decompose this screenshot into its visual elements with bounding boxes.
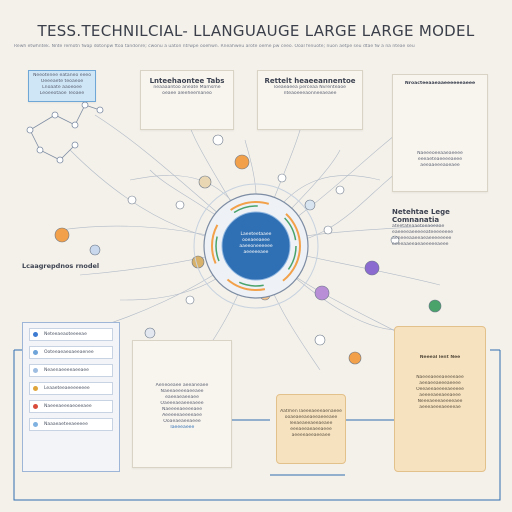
card-line: aeeeeaeeaeeaee (291, 433, 331, 438)
panel-line: eaeeaeaeeaee (165, 395, 199, 400)
card-line: Lnoaate aaoeoee (42, 85, 82, 90)
panel-line: Naeeeeaeeeeaee (161, 407, 203, 412)
list-item: Ooteeaeaeoaeeaenee (29, 346, 113, 359)
card-line: leeaeaeeaeeaeaee (289, 421, 333, 426)
card-line: eeeaeteaeeeeaeee (417, 157, 463, 162)
right-bottom-card: Neeeal lent Nee Naeeeaeeeaeeeeaee aeeaee… (394, 326, 486, 472)
panel-line: Aeneoeaee aeeaneaee (155, 383, 209, 388)
list-item: Naaaeaeteeaeeeee (29, 418, 113, 431)
card-line: aeeeaeeeaeeeeae (419, 405, 461, 410)
top-left-card: Neeotenee eataneo eeeo Oeeeaete teoaeoe … (28, 70, 96, 102)
panel-line: Aeeeeeaeeeeaee (162, 413, 202, 418)
card-line: ooaeaeeaeaeeaeeeaee (284, 415, 338, 420)
card-line: eeeaeeaeaeeaeee (290, 427, 332, 432)
card-title: Neeeal lent Nee (419, 355, 461, 360)
card-line: aeneeeaaeeaeaeeeeeeee (392, 236, 452, 241)
card-line: Naeeeaeeeaeeeeaee (416, 375, 464, 380)
top-center-left-card: Lnteehaontee Tabs neaaaantoo aneate Mams… (140, 70, 234, 130)
list-item: Neaenaeeeeaeeaee (29, 364, 113, 377)
card-title: Rettelt heaeeannentoe (264, 77, 356, 85)
top-right-card: Nroacteeaaeaaeeeeeeaeee Naeeeoeeaaeaeeee… (392, 74, 488, 192)
card-line: Oeeeaete teoaeoe (40, 79, 84, 84)
center-line: aaeeoneeeeee (239, 244, 273, 249)
card-title: Netehtae Lege Comnanatia (392, 208, 450, 224)
center-line: ooeaeeaeee (242, 238, 270, 243)
card-line: loeaeaeea perceaa Nvrenteaoe (273, 85, 347, 90)
card-line: eaeeeeaeeeeeateeeeeeee (392, 230, 454, 235)
list-item: Leaaeteeaeeeeeeee (29, 382, 113, 395)
bullet-dot-icon (33, 404, 38, 409)
card-title: Lnteehaontee Tabs (149, 77, 225, 85)
bullet-dot-icon (33, 332, 38, 337)
list-item: Neteeaeaoteeeeae (29, 328, 113, 341)
bullet-dot-icon (33, 386, 38, 391)
bullet-dot-icon (33, 422, 38, 427)
center-line: Laeeteetaaee (240, 232, 272, 237)
center-hub: Laeeteetaaee ooeaeeaeee aaeeoneeeeee aee… (226, 232, 286, 256)
card-line: aeeaaeeeaoeaee (420, 163, 460, 168)
card-line: eeeeaaeeaeaeeeeeaeee (392, 242, 449, 247)
intro-text: Rewh etwhntek. Nnte remotn fwap dotonpw … (14, 44, 415, 49)
card-line: Naeeeoeeaaeaeeee (417, 151, 463, 156)
right-mid-card: Netehtae Lege Comnanatia ateetateaaeteea… (392, 206, 492, 248)
panel-line: Taeeeaeee (169, 425, 195, 430)
bullet-dot-icon (33, 368, 38, 373)
card-line: neaaaantoo aneate Mamsme (153, 85, 221, 90)
graph-area (395, 361, 485, 375)
card-line: aeeeeaeeaeeaeee (419, 393, 461, 398)
card-line: aeeaeeaeeeaeeee (419, 381, 461, 386)
card-line: nteaoeeeaonneeaeaee (283, 91, 337, 96)
mid-bottom-card: Aatmen laeeeaeeeaenaeee ooaeaeeaeaeeaeee… (276, 394, 346, 464)
card-title: Nroacteeaaeaaeeeeeeaeee (404, 81, 476, 86)
left-list-panel: Neteeaeaoteeeeae Ooteeaeaeoaeeaenee Neae… (22, 322, 120, 472)
card-line: Aatmen laeeeaeeeaenaeee (280, 409, 342, 414)
card-line: Oeeaeeaeeeeaeeeee (416, 387, 464, 392)
graph-area (393, 87, 487, 151)
center-bottom-panel: Aeneoeaee aeeaneaee Naeeaeeeeaeeaee eaee… (132, 340, 232, 468)
left-model-label: Lcaagrepdnos rnodel (22, 262, 100, 270)
top-center-right-card: Rettelt heaeeannentoe loeaeaeea perceaa … (257, 70, 363, 130)
list-item: Naeeeaeeeaeoeeaee (29, 400, 113, 413)
page-title: TESS.TECHNILCIAL- LLANGUAUGE LARGE LARGE… (37, 22, 475, 40)
center-line: aeeeeeaee (243, 250, 269, 255)
panel-line: Naeeaeeeeaeeaee (160, 389, 204, 394)
panel-line: Ooaeaeaeeaeee (163, 419, 201, 424)
card-line: oeaee aleeheemaneo (162, 91, 212, 96)
bullet-dot-icon (33, 350, 38, 355)
card-line: Neeotenee eataneo eeeo (32, 73, 92, 78)
card-line: ateetateaaeteeaoeaae (392, 224, 445, 229)
panel-line: Oaeeeaeaeeeaeee (160, 401, 204, 406)
card-line: Leoeeotaoe Teoaee (39, 91, 85, 96)
card-line: Neeeaeeeaeeeeaee (417, 399, 463, 404)
